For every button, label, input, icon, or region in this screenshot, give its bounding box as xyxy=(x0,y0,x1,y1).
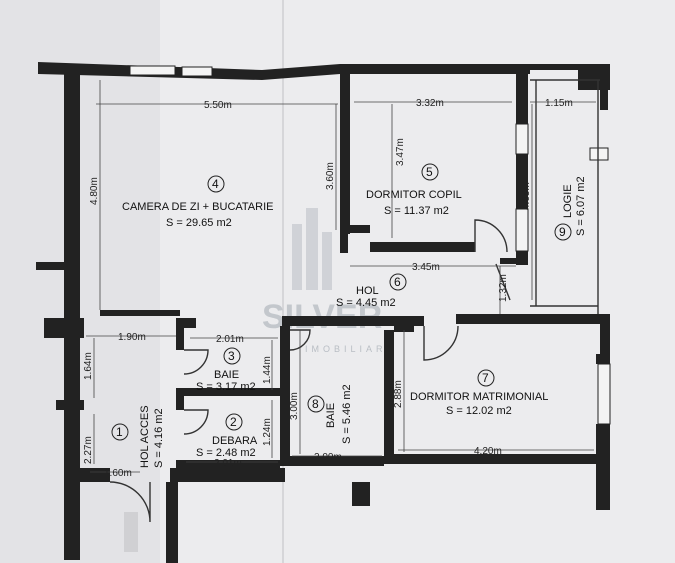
dim-1-32: 1.32m xyxy=(498,274,509,302)
room-6-hall: 6 HOL S = 4.45 m2 xyxy=(336,273,407,309)
room-4-name: CAMERA DE ZI + BUCATARIE xyxy=(122,201,273,213)
room-7-number: 7 xyxy=(482,371,489,385)
room-8-area: S = 5.46 m2 xyxy=(341,384,353,444)
entrance-mark xyxy=(124,512,138,552)
dim-3-00: 3.00m xyxy=(289,392,300,420)
room-9-loggia: 9 LOGIE S = 6.07 m2 xyxy=(554,176,587,241)
room-2-storage: 2 DEBARA S = 2.48 m2 xyxy=(196,413,258,459)
logie-outline xyxy=(530,79,600,314)
watermark-sub: IMOBILIARE xyxy=(305,344,397,354)
dim-1-15: 1.15m xyxy=(545,98,573,109)
dim-3-32: 3.32m xyxy=(416,98,444,109)
dimension-lines xyxy=(86,80,596,473)
room-3-name: BAIE xyxy=(214,369,239,381)
room-7-master-bedroom: 7 DORMITOR MATRIMONIAL S = 12.02 m2 xyxy=(410,369,548,417)
dim-2-01-top: 2.01m xyxy=(216,334,244,345)
room-1-name: HOL ACCES xyxy=(139,405,151,468)
room-3-area: S = 3.17 m2 xyxy=(196,381,256,393)
room-6-number: 6 xyxy=(394,275,401,289)
dim-2-00: 2.00m xyxy=(314,452,342,463)
room-1-area: S = 4.16 m2 xyxy=(153,408,165,468)
dim-2-27: 2.27m xyxy=(83,436,94,464)
room-8-name: BAIE xyxy=(325,403,337,428)
room-7-area: S = 12.02 m2 xyxy=(446,405,512,417)
dim-3-60: 3.60m xyxy=(325,162,336,190)
room-9-area: S = 6.07 m2 xyxy=(575,176,587,236)
dim-1-24: 1.24m xyxy=(262,418,273,446)
room-2-number: 2 xyxy=(230,415,237,429)
room-5-number: 5 xyxy=(426,165,433,179)
dim-1-44: 1.44m xyxy=(262,356,273,384)
doors xyxy=(109,219,511,523)
dim-4-80: 4.80m xyxy=(89,177,100,205)
room-1-entrance-hall: 1 HOL ACCES S = 4.16 m2 xyxy=(111,405,165,468)
dimension-labels: 5.50m 3.32m 1.15m 4.80m 3.60m 3.47m 4.65… xyxy=(83,98,573,479)
dim-5-50: 5.50m xyxy=(204,100,232,111)
walls xyxy=(36,62,611,563)
room-6-area: S = 4.45 m2 xyxy=(336,297,396,309)
dim-2-01-bottom: 2.01m xyxy=(214,458,242,469)
room-8-bathroom: 8 BAIE S = 5.46 m2 xyxy=(307,384,353,444)
dim-3-47: 3.47m xyxy=(395,138,406,166)
room-9-name: LOGIE xyxy=(562,184,574,218)
dim-4-20: 4.20m xyxy=(474,446,502,457)
room-2-area: S = 2.48 m2 xyxy=(196,447,256,459)
room-5-area: S = 11.37 m2 xyxy=(384,205,449,217)
room-4-number: 4 xyxy=(212,177,219,191)
room-9-number: 9 xyxy=(559,225,566,239)
dim-2-88: 2.88m xyxy=(393,380,404,408)
room-2-name: DEBARA xyxy=(212,435,258,447)
room-3-bathroom: 3 BAIE S = 3.17 m2 xyxy=(196,347,256,393)
dim-1-90: 1.90m xyxy=(118,332,146,343)
dim-1-60: 1.60m xyxy=(104,468,132,479)
room-5-name: DORMITOR COPIL xyxy=(366,189,462,201)
dim-4-65: 4.65m xyxy=(521,182,532,210)
dim-3-45: 3.45m xyxy=(412,262,440,273)
room-4-area: S = 29.65 m2 xyxy=(166,217,232,229)
room-5-child-bedroom: 5 DORMITOR COPIL S = 11.37 m2 xyxy=(366,163,462,217)
room-6-name: HOL xyxy=(356,285,379,297)
dim-1-64: 1.64m xyxy=(83,352,94,380)
room-7-name: DORMITOR MATRIMONIAL xyxy=(410,391,548,403)
room-1-number: 1 xyxy=(116,425,123,439)
room-4-living-kitchen: 4 CAMERA DE ZI + BUCATARIE S = 29.65 m2 xyxy=(122,175,273,229)
room-8-number: 8 xyxy=(312,397,319,411)
room-3-number: 3 xyxy=(228,349,235,363)
